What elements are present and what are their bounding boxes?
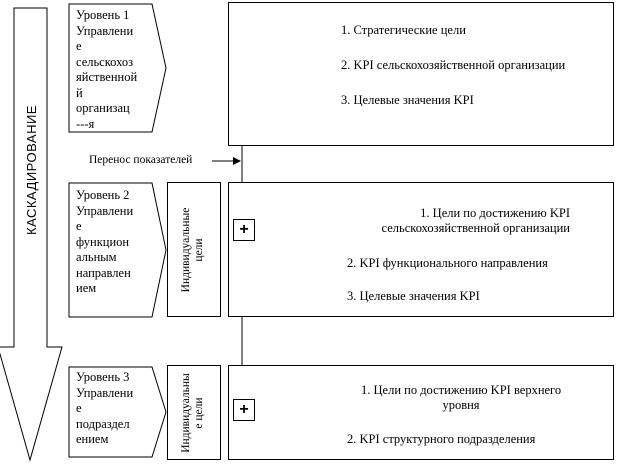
level3-item-1: 1. Цели по достижению KPI верхнего уровн… [361,383,562,412]
level2-title: Уровень 2 Управлени е функцион альным на… [76,188,134,295]
level3-individual-label: Индивидуальны е цели [180,373,205,453]
level2-item-1: 1. Цели по достижению KPI сельскохозяйст… [381,206,570,235]
level3-plus-box: + [233,399,255,421]
level1-item-1: 1. Стратегические цели [341,23,466,37]
level1-box [228,2,614,146]
level3-item-2: 2. KPI структурного подразделения [347,432,536,446]
level2-individual-box [167,182,221,317]
level3-box [228,365,614,460]
level2-item-3: 3. Целевые значения KPI [347,289,480,303]
cascade-label: КАСКАДИРОВАНИЕ [24,105,39,235]
level1-chevron [68,3,167,133]
level2-plus-box: + [233,219,255,241]
level1-item-2: 2. KPI сельскохозяйственной организации [341,58,566,72]
level3-chevron [68,366,167,458]
level2-item-2: 2. KPI функционального направления [347,256,548,270]
level2-box [228,182,614,317]
level3-individual-box [167,365,221,460]
cascade-arrow [0,7,63,462]
level3-title: Уровень 3 Управлени е подраздел ением [76,370,134,446]
level1-item-3: 3. Целевые значения KPI [341,93,474,107]
level1-title: Уровень 1 Управлени е сельскохоз яйствен… [76,8,138,131]
level2-individual-label: Индивидуальные цели [180,207,205,293]
level2-chevron [68,182,167,318]
transfer-label: Перенос показателей [89,154,193,166]
